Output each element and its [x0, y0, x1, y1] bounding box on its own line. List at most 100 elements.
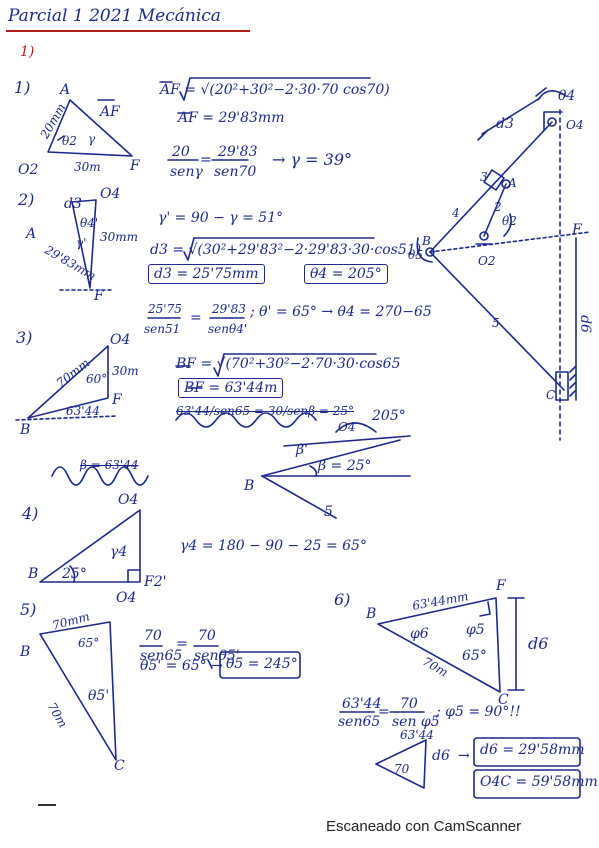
label-a: A — [60, 82, 71, 98]
equals: = — [176, 636, 188, 652]
step5-number: 5) — [20, 600, 37, 619]
step3-struck: 63'44/sen65 = 30/senβ = 25° — [176, 404, 355, 418]
mech-f: F — [572, 222, 582, 238]
label-f6: F — [496, 578, 506, 594]
step3-struck2: β = 63'44 — [80, 458, 139, 472]
step1-eq3-num: 20 — [172, 144, 190, 160]
mech-theta5: θ5 — [408, 248, 423, 262]
label-phi5: φ5 — [466, 622, 485, 638]
label-af: AF — [100, 104, 120, 120]
label-f3: F — [112, 392, 122, 408]
mech-o4: O4 — [566, 118, 584, 132]
mech-d3: d3 — [496, 116, 514, 132]
label-o2: O2 — [18, 162, 39, 178]
step4-eq1: γ4 = 180 − 90 − 25 = 65° — [180, 538, 367, 554]
equals: = — [190, 310, 202, 326]
step6-eq1-rden: sen φ5 — [392, 714, 440, 730]
step2-eq5-rden: senθ4' — [208, 322, 248, 336]
step1-eq1: AF = √(20²+30²−2·30·70 cos70) — [160, 82, 390, 98]
label-5: 5 — [324, 504, 333, 520]
step1-number: 1) — [14, 78, 31, 97]
arrow: → — [458, 748, 470, 764]
label-beta: β = 25° — [318, 458, 372, 474]
link-2 — [483, 183, 507, 237]
label-o4: O4 — [100, 186, 121, 202]
label-60: 60° — [86, 372, 108, 386]
step5-eq1-rden: senθ5' — [194, 648, 240, 664]
label-f: F — [130, 158, 140, 174]
step3-eq1: BF = √(70²+30²−2·70·30·cos65 — [176, 356, 401, 372]
step1-eq3-rden: sen70 — [214, 164, 257, 180]
footer-dash — [38, 804, 56, 806]
step2-number: 2) — [18, 190, 35, 209]
link-5 — [429, 251, 565, 391]
triangle-step4 — [39, 509, 141, 583]
step6-eq1-result: ; φ5 = 90°!! — [436, 704, 521, 720]
step5-eq3: θ5 = 245° — [226, 656, 298, 672]
label-o4-4b: O4 — [116, 590, 137, 606]
step5-eq1-den: sen65 — [140, 648, 183, 664]
label-b5: B — [20, 644, 31, 660]
title-underline — [6, 30, 250, 32]
mech-c: C — [546, 388, 556, 402]
label-c6: C — [498, 692, 509, 708]
triangle-step1 — [47, 99, 133, 157]
label-b3: B — [20, 422, 31, 438]
slider-c — [555, 371, 569, 401]
mech-2: 2 — [494, 200, 502, 214]
step1-eq3-den: senγ — [170, 164, 203, 180]
label-b4: B — [28, 566, 39, 582]
label-30m: 30m — [74, 160, 101, 174]
step5-eq1-rnum: 70 — [198, 628, 216, 644]
label-b-angle: B — [244, 478, 255, 494]
step2-eq4: θ4 = 205° — [304, 264, 388, 284]
mech-5: 5 — [492, 316, 500, 330]
mech-a: A — [508, 176, 517, 190]
label-f2p: F2' — [144, 574, 167, 590]
step1-eq3-rnum: 29'83 — [218, 144, 258, 160]
label-theta5p: θ5' — [88, 688, 110, 704]
step4-number: 4) — [22, 504, 39, 523]
label-o4-angle: O4 — [338, 420, 356, 434]
label-gammap: γ' — [76, 236, 87, 250]
page-title: Parcial 1 2021 Mecánica — [8, 6, 221, 26]
label-o4-3: O4 — [110, 332, 131, 348]
triangle-step2 — [71, 199, 97, 289]
label-gamma: γ — [88, 132, 96, 146]
scanner-footer: Escaneado con CamScanner — [326, 818, 522, 835]
mech-d6: d6 — [576, 315, 593, 333]
label-d6: d6 — [528, 634, 549, 653]
step2-eq5-result: ; θ' = 65° → θ4 = 270−65 — [250, 304, 432, 320]
mech-theta4: θ4 — [558, 88, 576, 104]
label-o4-4: O4 — [118, 492, 139, 508]
label-beta-p: β' — [296, 442, 308, 458]
step6-number: 6) — [334, 590, 351, 609]
step6-eq1-num: 63'44 — [342, 696, 382, 712]
label-6344: 63'44 — [66, 404, 100, 418]
mech-b: B — [422, 234, 431, 248]
label-theta2: θ2 — [62, 134, 77, 148]
step2-eq3: d3 = 25'75mm — [148, 264, 265, 284]
label-phi6: φ6 — [410, 626, 429, 642]
triangle-step6 — [377, 597, 501, 693]
step6-result-o4c: O4C = 59'58mm — [480, 774, 598, 790]
label-theta4p: θ4' — [80, 216, 99, 230]
mech-theta2: θ2 — [502, 214, 517, 228]
label-small-70: 70 — [394, 762, 410, 776]
triangle-step5 — [39, 621, 117, 761]
slider-3 — [483, 169, 505, 191]
label-30m-3: 30m — [112, 364, 139, 378]
step6-eq1-rnum: 70 — [400, 696, 418, 712]
label-65-6: 65° — [462, 648, 487, 664]
label-30mm: 30mm — [100, 230, 139, 244]
label-small-d6: d6 — [432, 748, 450, 764]
step5-eq1-num: 70 — [144, 628, 162, 644]
section-label: 1) — [20, 44, 35, 60]
step2-eq1: γ' = 90 − γ = 51° — [158, 210, 284, 226]
mech-4: 4 — [452, 206, 460, 220]
label-c5: C — [114, 758, 125, 774]
step2-eq2: d3 = √(30²+29'83²−2·29'83·30·cos51) — [150, 242, 422, 258]
step5-eq2: θ5' = 65° → — [140, 658, 223, 674]
label-gamma4: γ4 — [110, 544, 128, 560]
step6-result-d6: d6 = 29'58mm — [480, 742, 585, 758]
